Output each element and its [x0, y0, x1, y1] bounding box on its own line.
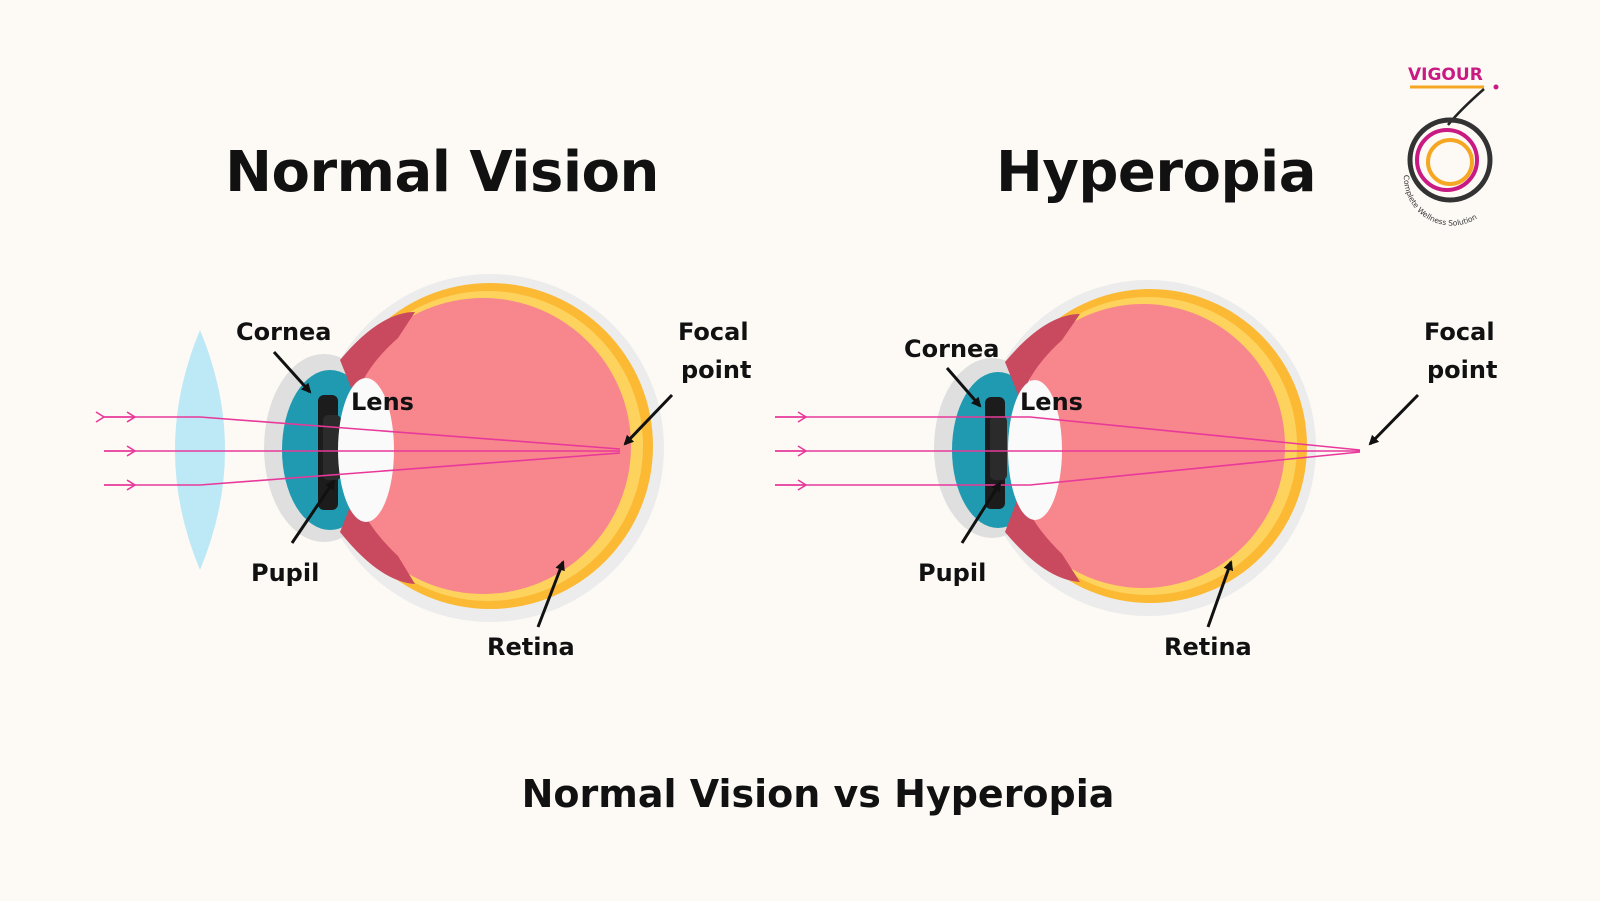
arrow-pupil — [290, 479, 336, 544]
logo-dot — [1493, 84, 1499, 90]
ciliary-muscle-top — [1005, 314, 1080, 402]
label-pupil: Pupil — [251, 559, 319, 587]
logo-ring-inner — [1426, 138, 1474, 186]
arrow-retina — [1206, 560, 1234, 628]
light-rays — [95, 411, 621, 491]
comparison-caption: Normal Vision vs Hyperopia — [521, 772, 1115, 816]
label-retina: Retina — [487, 633, 575, 661]
arrow-cornea — [945, 367, 982, 408]
hyperopia-diagram: Cornea Lens Pupil Retina Focal point — [775, 280, 1503, 661]
label-focal-point: Focal point — [678, 318, 757, 384]
logo-wordmark: VIGOUR — [1408, 65, 1483, 85]
normal-vision-diagram: Cornea Lens Pupil Retina Focal point — [95, 274, 757, 661]
light-ray — [775, 451, 1361, 486]
label-retina: Retina — [1164, 633, 1252, 661]
arrow-cornea — [272, 350, 312, 394]
eye-interior — [1001, 304, 1285, 588]
title-hyperopia: Hyperopia — [995, 140, 1317, 205]
crystalline-lens — [338, 378, 394, 522]
arrow-focal-point — [623, 393, 674, 446]
eye-interior — [335, 298, 631, 594]
pupil — [990, 416, 1007, 480]
light-rays — [775, 411, 1361, 491]
label-cornea: Cornea — [236, 318, 332, 346]
label-lens: Lens — [1020, 388, 1083, 416]
arrow-retina — [536, 560, 565, 628]
logo-ring-middle — [1415, 128, 1479, 192]
corrective-lens — [175, 330, 225, 570]
label-lens: Lens — [351, 388, 414, 416]
light-ray — [775, 416, 1361, 451]
logo-ring-outer — [1407, 117, 1493, 203]
pupil — [323, 415, 341, 480]
label-cornea: Cornea — [904, 335, 1000, 363]
brand-logo: VIGOUR Complete Wellness Solution — [1402, 65, 1499, 228]
arrow-focal-point — [1368, 393, 1420, 446]
label-pupil: Pupil — [918, 559, 986, 587]
title-normal-vision: Normal Vision — [225, 140, 659, 205]
arrow-pupil — [960, 481, 1002, 544]
ciliary-muscle-top — [340, 312, 415, 400]
label-focal-point: Focal point — [1424, 318, 1503, 384]
